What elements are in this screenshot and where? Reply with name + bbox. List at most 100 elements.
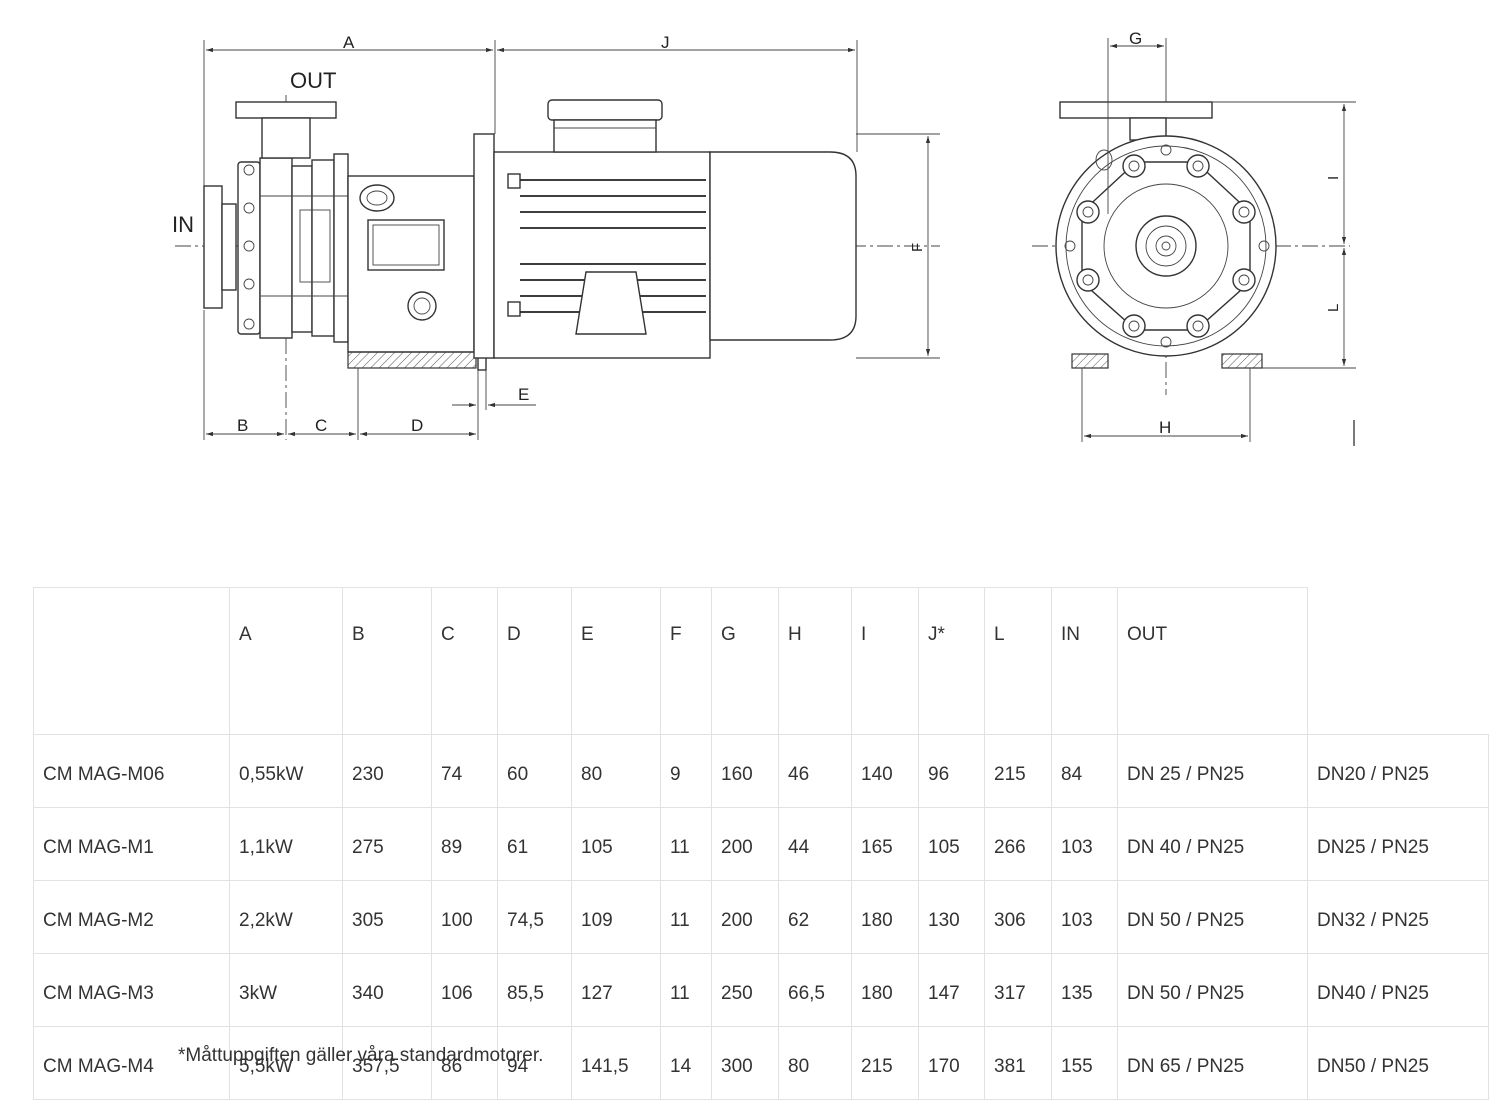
table-cell: DN 40 / PN25	[1117, 807, 1308, 881]
table-cell: 140	[851, 734, 919, 808]
table-cell: CM MAG-M3	[33, 953, 230, 1027]
table-header-cell: H	[778, 587, 852, 735]
pump-dimension-drawing: A J OUT IN F B C D E	[172, 29, 1356, 446]
table-cell: 200	[711, 880, 779, 954]
table-header-cell: J*	[918, 587, 985, 735]
table-cell: 155	[1051, 1026, 1118, 1100]
table-cell: 200	[711, 807, 779, 881]
motor-fins	[520, 179, 706, 313]
table-cell: 11	[660, 807, 712, 881]
table-cell: 180	[851, 953, 919, 1027]
table-cell: 130	[918, 880, 985, 954]
table-cell: 85,5	[497, 953, 572, 1027]
front-dimensions: G I L H	[1081, 29, 1356, 446]
table-cell: 160	[711, 734, 779, 808]
table-cell: 9	[660, 734, 712, 808]
table-cell: 180	[851, 880, 919, 954]
table-cell: 127	[571, 953, 661, 1027]
table-header-cell: I	[851, 587, 919, 735]
table-cell: 14	[660, 1026, 712, 1100]
dim-label-i: I	[1325, 176, 1342, 180]
dim-label-j: J	[661, 33, 670, 52]
dim-label-l: L	[1325, 304, 1342, 312]
table-cell: CM MAG-M2	[33, 880, 230, 954]
table-header-cell: E	[571, 587, 661, 735]
table-cell: DN 50 / PN25	[1117, 953, 1308, 1027]
table-cell: DN32 / PN25	[1307, 880, 1489, 954]
dim-label-f: F	[909, 243, 926, 252]
table-cell: 215	[984, 734, 1052, 808]
table-cell: 60	[497, 734, 572, 808]
table-header-cell: L	[984, 587, 1052, 735]
table-cell: 106	[431, 953, 498, 1027]
table-header-cell: IN	[1051, 587, 1118, 735]
table-header-cell: A	[229, 587, 343, 735]
table-cell: 306	[984, 880, 1052, 954]
table-cell: 103	[1051, 807, 1118, 881]
table-cell: DN25 / PN25	[1307, 807, 1489, 881]
table-cell: 266	[984, 807, 1052, 881]
table-cell: 109	[571, 880, 661, 954]
table-cell: 340	[342, 953, 432, 1027]
table-cell: 3kW	[229, 953, 343, 1027]
table-cell: 305	[342, 880, 432, 954]
table-cell: 80	[778, 1026, 852, 1100]
table-cell: 1,1kW	[229, 807, 343, 881]
table-cell: 170	[918, 1026, 985, 1100]
table-cell: DN 50 / PN25	[1117, 880, 1308, 954]
dim-label-e: E	[518, 385, 529, 404]
table-cell: 2,2kW	[229, 880, 343, 954]
table-cell: 11	[660, 880, 712, 954]
table-cell: 147	[918, 953, 985, 1027]
table-cell: DN20 / PN25	[1307, 734, 1489, 808]
table-cell: 275	[342, 807, 432, 881]
table-cell: 11	[660, 953, 712, 1027]
table-cell: 165	[851, 807, 919, 881]
side-view	[175, 95, 940, 440]
table-cell: 62	[778, 880, 852, 954]
dim-label-h: H	[1159, 418, 1171, 437]
front-view	[1032, 92, 1350, 395]
table-header-cell: G	[711, 587, 779, 735]
table-cell: DN 25 / PN25	[1117, 734, 1308, 808]
table-cell: DN40 / PN25	[1307, 953, 1489, 1027]
table-cell: 100	[431, 880, 498, 954]
out-label: OUT	[290, 68, 336, 93]
table-cell: 0,55kW	[229, 734, 343, 808]
dim-label-b: B	[237, 416, 248, 435]
table-header-cell	[33, 587, 230, 735]
table-cell: 74,5	[497, 880, 572, 954]
table-header-cell: D	[497, 587, 572, 735]
table-header-cell: OUT	[1117, 587, 1308, 735]
in-label: IN	[172, 212, 194, 237]
table-cell: 381	[984, 1026, 1052, 1100]
table-cell: 215	[851, 1026, 919, 1100]
table-header-empty	[1308, 588, 1489, 735]
table-cell: 300	[711, 1026, 779, 1100]
table-cell: 74	[431, 734, 498, 808]
side-dimensions: A J OUT IN F B C D E	[172, 33, 940, 440]
table-cell: DN50 / PN25	[1307, 1026, 1489, 1100]
table-cell: 89	[431, 807, 498, 881]
table-cell: 317	[984, 953, 1052, 1027]
table-header-cell: F	[660, 587, 712, 735]
table-cell: DN 65 / PN25	[1117, 1026, 1308, 1100]
table-cell: 96	[918, 734, 985, 808]
table-cell: CM MAG-M06	[33, 734, 230, 808]
table-cell: 66,5	[778, 953, 852, 1027]
footnote: *Måttuppgiften gäller våra standardmotor…	[178, 1045, 544, 1066]
flange-bolts	[1076, 154, 1256, 338]
table-cell: 105	[918, 807, 985, 881]
table-cell: 103	[1051, 880, 1118, 954]
table-cell: 46	[778, 734, 852, 808]
dim-label-c: C	[315, 416, 327, 435]
table-header-cell: C	[431, 587, 498, 735]
dim-label-d: D	[411, 416, 423, 435]
table-cell: 250	[711, 953, 779, 1027]
table-cell: 230	[342, 734, 432, 808]
dim-label-a: A	[343, 33, 355, 52]
